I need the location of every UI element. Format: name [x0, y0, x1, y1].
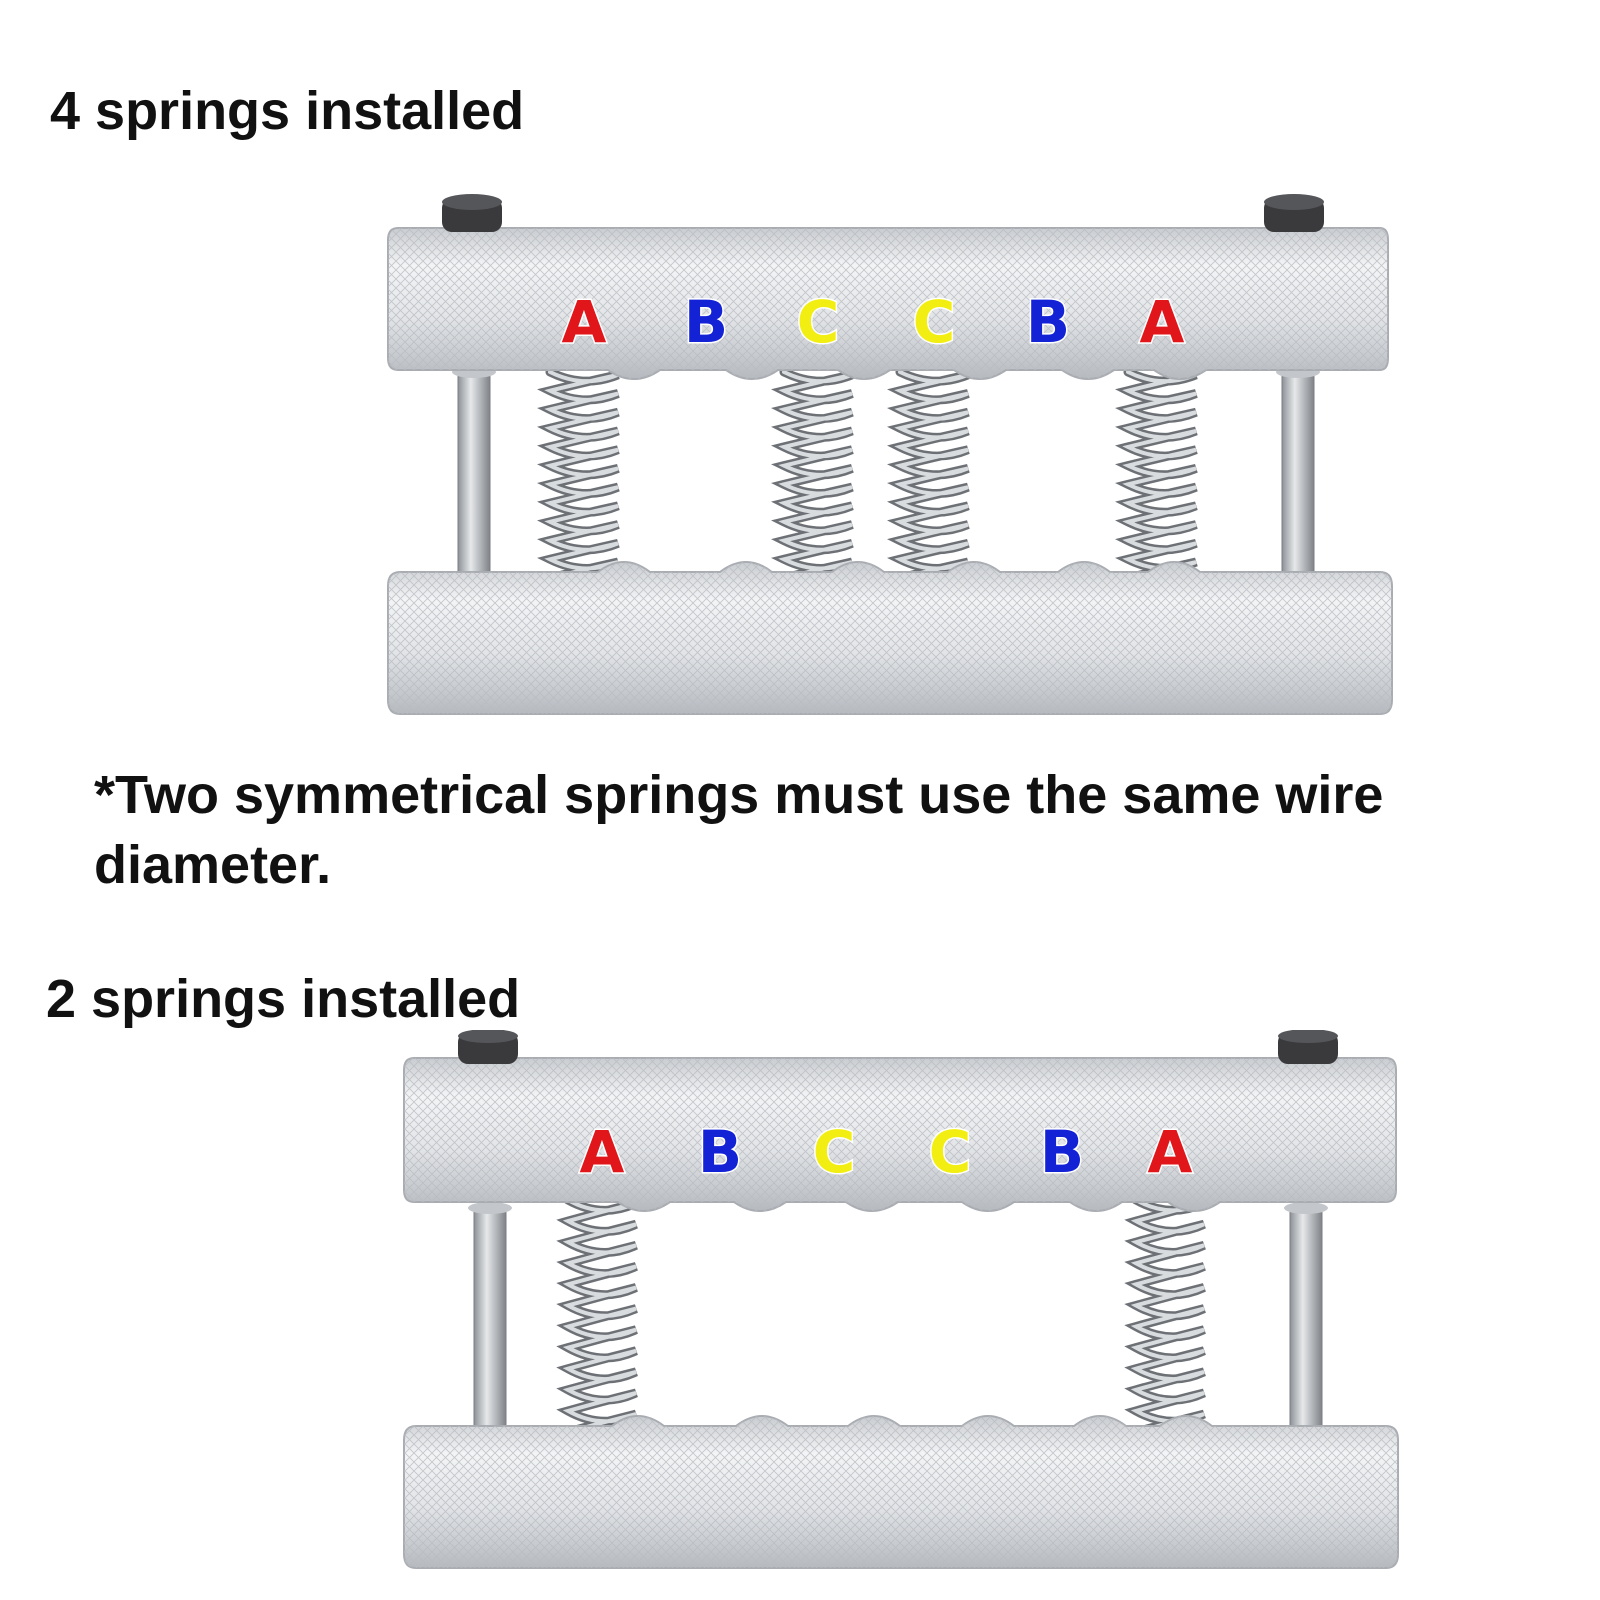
- top-handle-bar: [387, 227, 1389, 380]
- springs-group: [537, 367, 1198, 602]
- guide-pin-right: [1284, 1202, 1328, 1435]
- bottom-handle-bar: [403, 1415, 1399, 1569]
- slot-label-c: C: [913, 288, 956, 356]
- spring-A: [1124, 1195, 1206, 1458]
- spring-C: [887, 367, 970, 602]
- section-heading-2-springs: 2 springs installed: [46, 969, 521, 1029]
- slot-label-c: C: [797, 288, 840, 356]
- slot-label-b: B: [698, 1118, 742, 1186]
- slot-label-b: B: [1040, 1118, 1084, 1186]
- slot-label-a: A: [1140, 288, 1185, 356]
- bolt-icon-left: [458, 1030, 518, 1064]
- section-heading-4-springs: 4 springs installed: [50, 81, 525, 141]
- bolt-icon-right: [1264, 194, 1324, 232]
- guide-pin-right: [1276, 366, 1320, 581]
- spring-A: [1115, 367, 1198, 602]
- spring-A: [537, 367, 620, 602]
- bolt-icon-left: [442, 194, 502, 232]
- slot-label-c: C: [929, 1118, 972, 1186]
- top-handle-bar: [403, 1057, 1397, 1212]
- bottom-handle-bar: [387, 561, 1393, 715]
- spring-C: [771, 367, 854, 602]
- slot-label-b: B: [1026, 288, 1070, 356]
- slot-label-a: A: [1148, 1118, 1193, 1186]
- slot-label-a: A: [580, 1118, 625, 1186]
- bolt-icon-right: [1278, 1030, 1338, 1064]
- springs-group: [556, 1195, 1206, 1458]
- guide-pin-left: [452, 366, 496, 581]
- slot-label-a: A: [562, 288, 607, 356]
- symmetry-note: *Two symmetrical springs must use the sa…: [94, 765, 1384, 895]
- slot-label-b: B: [684, 288, 728, 356]
- slot-label-c: C: [813, 1118, 856, 1186]
- spring-A: [556, 1195, 638, 1458]
- guide-pin-left: [468, 1202, 512, 1435]
